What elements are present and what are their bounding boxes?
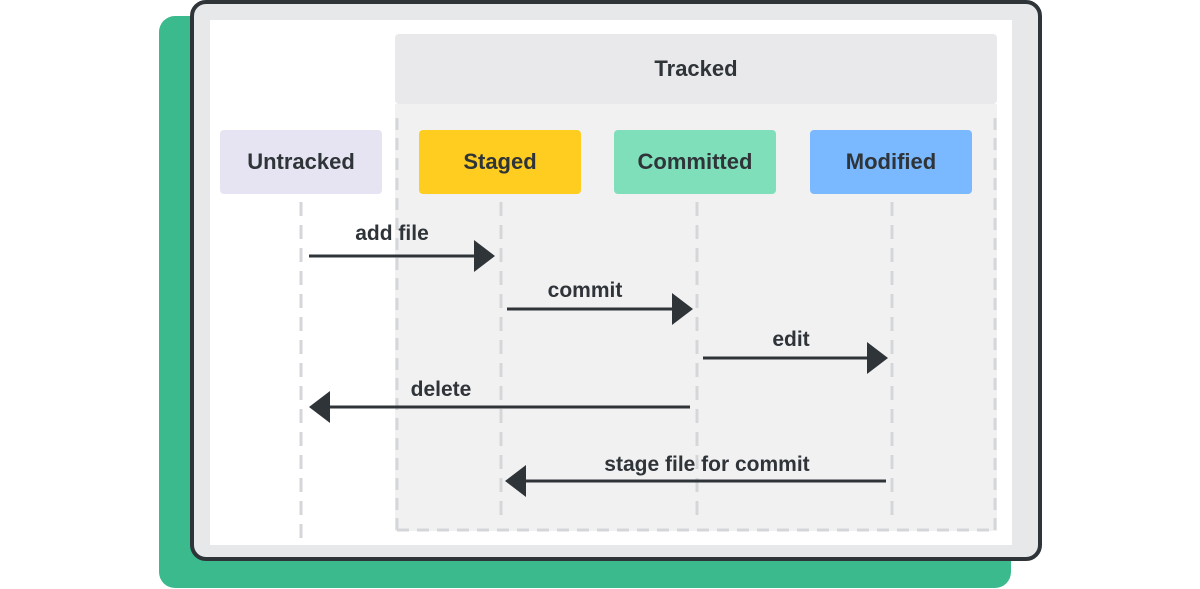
tracked-region-header [395, 34, 997, 104]
state-untracked: Untracked [220, 130, 382, 194]
state-staged: Staged [419, 130, 581, 194]
arrow-commit [507, 293, 693, 325]
arrow-add-file [309, 240, 495, 272]
state-committed-label: Committed [637, 149, 753, 174]
arrow-delete [309, 391, 690, 423]
state-modified: Modified [810, 130, 972, 194]
state-modified-label: Modified [845, 149, 937, 174]
tracked-group-title: Tracked [654, 56, 738, 81]
message-label-delete: delete [410, 378, 472, 401]
message-label-stage-file-for-commit: stage file for commit [604, 453, 810, 476]
state-untracked-label: Untracked [247, 149, 355, 174]
message-label-commit: commit [547, 279, 623, 302]
state-staged-label: Staged [463, 149, 537, 174]
state-committed: Committed [614, 130, 776, 194]
arrow-stage-file-for-commit [505, 465, 886, 497]
message-label-edit: edit [772, 328, 810, 351]
arrow-edit [703, 342, 888, 374]
message-label-add-file: add file [355, 222, 429, 245]
